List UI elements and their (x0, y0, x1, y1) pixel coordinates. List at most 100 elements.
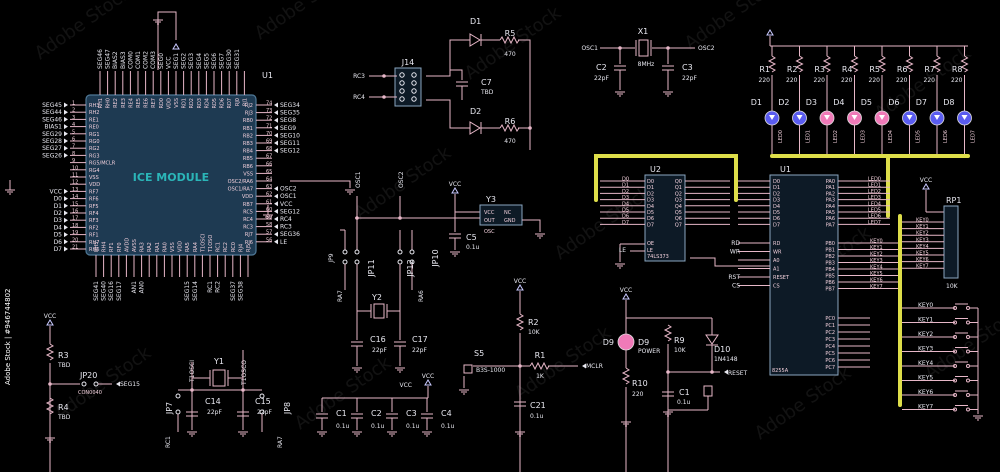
pin-name: RE3 (121, 98, 127, 108)
pin-name: T1OSO (208, 235, 214, 253)
ground-symbol (5, 189, 15, 195)
pin-number: 14 (72, 194, 78, 200)
vcc-label: VCC (449, 181, 461, 188)
pin-number: 67 (266, 154, 272, 160)
watermark-text: Adobe Stock (461, 2, 566, 84)
pin-name: D2 (622, 189, 629, 195)
pin-name: RF3 (89, 218, 99, 224)
rp1-value: 10K (946, 283, 959, 290)
led-triangle-icon (879, 115, 885, 120)
pin-name: D4 (773, 204, 780, 210)
vcc-label: VCC (920, 177, 932, 184)
net-label: LED6 (868, 214, 881, 220)
pin-name: A0 (773, 258, 780, 264)
pin-name: PC0 (825, 316, 835, 322)
pin-number: 21 (72, 245, 78, 251)
pin-name: RF1 (89, 233, 99, 239)
pin-name: RD3 (197, 98, 203, 109)
power-led-icon (617, 333, 635, 351)
pin-name: PC1 (825, 323, 835, 329)
cap-value: 22pF (682, 75, 697, 82)
diode-d1-icon (469, 33, 481, 47)
pin-name: D1 (622, 183, 629, 189)
pin-name: RB4 (243, 149, 253, 155)
pin-name: RD4 (204, 98, 210, 109)
resistor-symbol (767, 55, 777, 73)
net-label: RC3 (353, 73, 365, 80)
pin-name: PB0 (825, 241, 835, 247)
junction-dot (382, 74, 386, 78)
jumper-pin-icon (397, 259, 403, 265)
pin-name: RA4 (193, 242, 199, 252)
net-label: KEY0 (870, 239, 883, 245)
net-label: SEG6 (211, 53, 218, 69)
net-label: SEG7 (219, 53, 226, 69)
ground-symbol (317, 431, 327, 437)
pin-name: GND (504, 218, 516, 224)
ground-symbol (663, 91, 673, 97)
junction-dot (528, 126, 532, 130)
resistor-value: 470 (504, 138, 516, 145)
pin-name: RC1 (216, 242, 222, 252)
led-net-label: LED1 (806, 130, 812, 143)
d9-ref-label: D9 (603, 338, 614, 347)
led-triangle-icon (824, 115, 830, 120)
cap-ref-label: C3 (682, 63, 693, 72)
r10-value: 220 (632, 391, 644, 398)
pin-number: 68 (266, 146, 272, 152)
c21-value: 0.1u (530, 413, 544, 420)
resistor-ref-label: R6 (505, 117, 516, 126)
pin-name: PC2 (825, 330, 835, 336)
pin-number: 66 (266, 161, 272, 167)
pin-name: RH2 (89, 110, 99, 116)
net-label: KEY4 (916, 244, 929, 250)
pin-number: 71 (266, 123, 272, 129)
led-net-label: LED4 (888, 130, 894, 143)
data-bus (594, 154, 738, 202)
pin-name: OSC1/RA7 (228, 187, 253, 193)
watermark-text: Adobe Stock (251, 0, 356, 44)
net-label: VCC (280, 201, 292, 208)
net-label: SEG8 (280, 117, 296, 124)
led-triangle-icon (769, 115, 775, 120)
pin-name: RF5 (89, 204, 99, 210)
switch-contact-icon (953, 306, 957, 310)
resistor-symbol (877, 55, 887, 73)
junction-dot (666, 46, 670, 50)
pin-name: LE (647, 248, 653, 254)
pin-name: RA1 (155, 242, 161, 252)
net-label: RC4 (353, 94, 365, 101)
pin-name: RF0 (117, 242, 123, 252)
ground-symbol (352, 431, 362, 437)
c7-value: TBD (480, 89, 494, 96)
pin-number: 15 (72, 201, 78, 207)
mclr-label: MCLR (586, 363, 603, 370)
net-label: SEG2 (181, 53, 188, 69)
pin-name: CS (773, 284, 780, 290)
net-arrow-icon (116, 381, 120, 387)
led-triangle-icon (934, 115, 940, 120)
led-triangle-icon (961, 115, 968, 120)
cap-value: 22pF (594, 75, 609, 82)
pin-name: D5 (647, 210, 654, 216)
switch-contact-icon (966, 320, 970, 325)
pin-name: RA5 (185, 242, 191, 252)
jumper-pin-icon (175, 409, 181, 415)
c15-ref-label: C15 (255, 397, 271, 406)
net-label: LE (619, 247, 626, 254)
net-arrow-icon (274, 216, 278, 222)
pin-name: VSS (89, 175, 99, 181)
junction-dot (241, 388, 245, 392)
d10-ref-label: D10 (714, 345, 730, 354)
pin-name: PC3 (825, 337, 835, 343)
pin-name: RJ6 (245, 240, 253, 246)
net-arrow-icon (274, 186, 278, 192)
net-label: AN1 (131, 281, 138, 294)
net-label: SEG37 (230, 281, 237, 301)
wire (426, 99, 470, 129)
pin-name: RD6 (220, 98, 226, 109)
u2-chip (644, 174, 686, 262)
diode-d10-icon (705, 334, 719, 345)
net-label: SEG41 (93, 281, 100, 301)
